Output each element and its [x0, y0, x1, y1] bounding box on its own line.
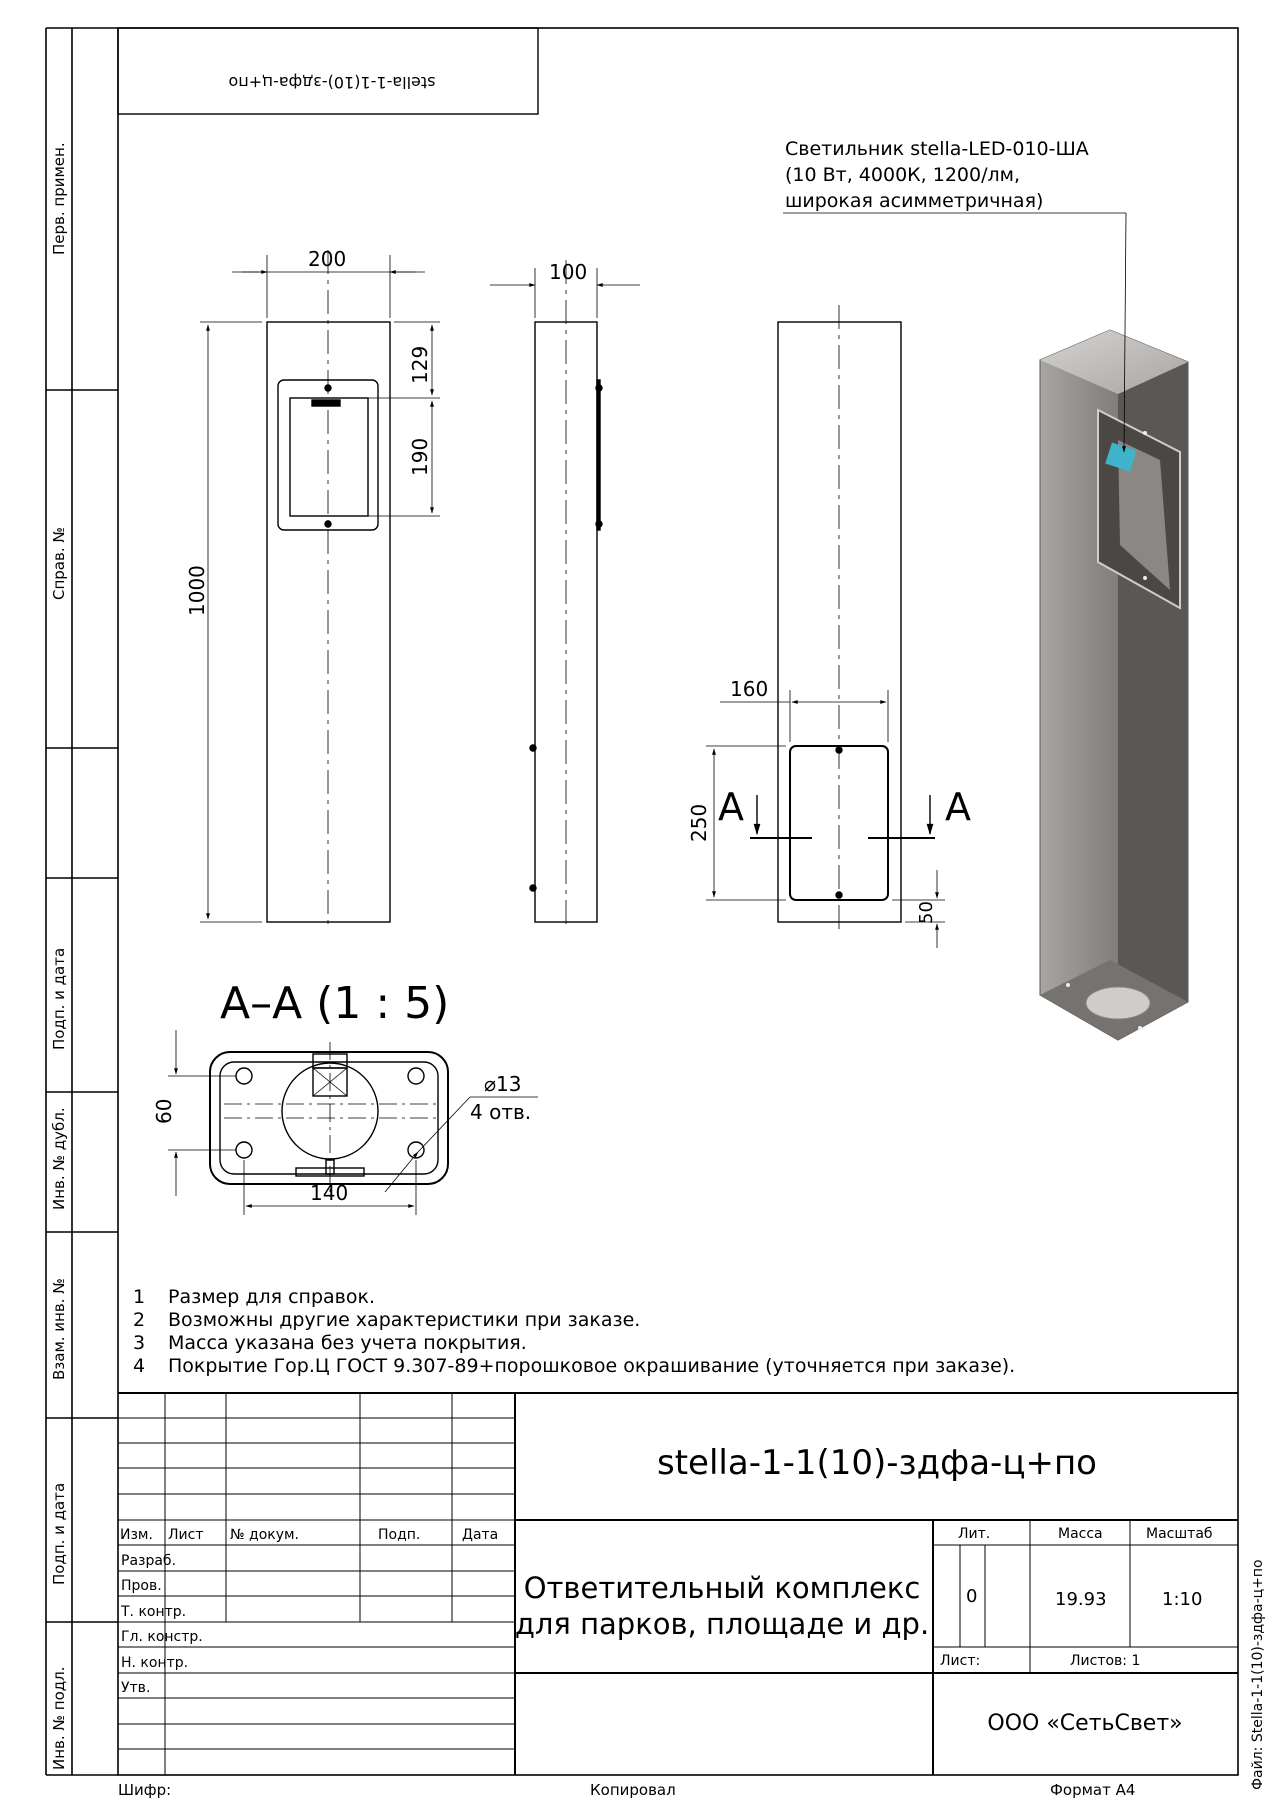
note-3-text: Масса указана без учета покрытия. — [168, 1332, 527, 1354]
massa-value: 19.93 — [1055, 1589, 1107, 1610]
footer-shifr: Шифр: — [118, 1781, 171, 1799]
massa-label: Масса — [1058, 1526, 1103, 1542]
footer-format: Формат А4 — [1050, 1781, 1135, 1799]
front-view — [200, 250, 440, 930]
dim-100: 100 — [549, 260, 587, 284]
dim-60: 60 — [152, 1099, 176, 1124]
lit-label: Лит. — [958, 1526, 990, 1542]
side-view — [490, 260, 640, 930]
row-glkonstr: Гл. констр. — [121, 1629, 203, 1645]
dim-190: 190 — [408, 438, 432, 476]
dim-250: 250 — [687, 804, 711, 842]
row-razrab: Разраб. — [121, 1553, 176, 1569]
list-label: Лист: — [940, 1653, 980, 1669]
lamp-callout-line3: широкая асимметричная) — [785, 190, 1043, 212]
file-label: Файл: Stella-1-1(10)-здфа-ц+по — [1250, 1559, 1266, 1790]
label-inv-podl: Инв. № подл. — [50, 1667, 68, 1770]
note-4-text: Покрытие Гор.Ц ГОСТ 9.307-89+порошковое … — [168, 1355, 1015, 1377]
row-utv: Утв. — [121, 1680, 150, 1696]
col-dokum: № докум. — [230, 1527, 299, 1543]
col-list: Лист — [168, 1527, 203, 1543]
top-stamp-text: stella-1-1(10)-здфа-ц+по — [228, 73, 435, 92]
title-block-grid — [118, 1392, 1238, 1775]
rear-view — [706, 305, 945, 948]
label-inv-dubl: Инв. № дубл. — [50, 1107, 68, 1210]
company-name: ООО «СетьСвет» — [987, 1711, 1182, 1736]
dim-hole-diameter: ⌀13 — [484, 1072, 522, 1096]
col-data: Дата — [462, 1527, 498, 1543]
left-strip-labels: Перв. примен. Справ. № Подп. и дата Инв.… — [50, 142, 68, 1770]
note-1-text: Размер для справок. — [168, 1286, 375, 1308]
dim-200: 200 — [308, 247, 346, 271]
dim-160: 160 — [730, 677, 768, 701]
footer-kopiroval: Копировал — [590, 1781, 676, 1799]
title-name-line1: Ответительный комплекс — [524, 1571, 921, 1605]
lit-value: 0 — [966, 1586, 977, 1607]
note-1-num: 1 — [133, 1286, 145, 1308]
label-sprav-no: Справ. № — [50, 527, 68, 600]
label-perv-primen: Перв. примен. — [50, 142, 68, 255]
listov-label: Листов: 1 — [1070, 1653, 1140, 1669]
section-view — [168, 1030, 538, 1215]
section-title: А–А (1 : 5) — [220, 978, 449, 1029]
label-vzam-inv: Взам. инв. № — [50, 1278, 68, 1380]
lamp-callout: Светильник stella-LED-010-ША (10 Вт, 400… — [783, 138, 1127, 453]
row-tkontr: Т. контр. — [120, 1604, 186, 1620]
title-block: stella-1-1(10)-здфа-ц+по Ответительный к… — [120, 1443, 1213, 1736]
notes: 1 Размер для справок. 2 Возможны другие … — [133, 1286, 1015, 1377]
footer: Шифр: Копировал Формат А4 — [118, 1781, 1135, 1799]
sheet-frame — [45, 27, 1239, 1776]
front-view-dims: 200 1000 129 190 — [185, 247, 432, 616]
product-3d-render — [1039, 329, 1189, 1041]
row-prov: Пров. — [121, 1578, 162, 1594]
dim-140: 140 — [310, 1181, 348, 1205]
section-letter-right: А — [945, 785, 971, 829]
note-2-text: Возможны другие характеристики при заказ… — [168, 1309, 640, 1331]
lamp-callout-line1: Светильник stella-LED-010-ША — [785, 138, 1089, 160]
title-name-line2: для парков, площаде и др. — [515, 1607, 929, 1641]
col-izm: Изм. — [120, 1527, 153, 1543]
note-2-num: 2 — [133, 1309, 145, 1331]
masshtab-label: Масштаб — [1146, 1526, 1213, 1542]
label-podp-data-1: Подп. и дата — [50, 948, 68, 1050]
top-stamp: stella-1-1(10)-здфа-ц+по — [117, 27, 539, 115]
note-4-num: 4 — [133, 1355, 145, 1377]
dim-hole-count: 4 отв. — [470, 1100, 531, 1124]
row-nkontr: Н. контр. — [121, 1655, 188, 1671]
dim-129: 129 — [408, 346, 432, 384]
dim-1000: 1000 — [185, 565, 209, 616]
title-designation: stella-1-1(10)-здфа-ц+по — [657, 1443, 1097, 1483]
dim-50: 50 — [916, 901, 937, 924]
col-podp: Подп. — [378, 1527, 420, 1543]
section-dims: 140 60 ⌀13 4 отв. — [152, 1072, 531, 1205]
masshtab-value: 1:10 — [1162, 1589, 1202, 1610]
label-podp-data-2: Подп. и дата — [50, 1483, 68, 1585]
lamp-callout-line2: (10 Вт, 4000К, 1200/лм, — [785, 164, 1020, 186]
section-letter-left: А — [718, 785, 744, 829]
rear-view-dims: 160 250 50 А А — [687, 677, 971, 924]
note-3-num: 3 — [133, 1332, 145, 1354]
